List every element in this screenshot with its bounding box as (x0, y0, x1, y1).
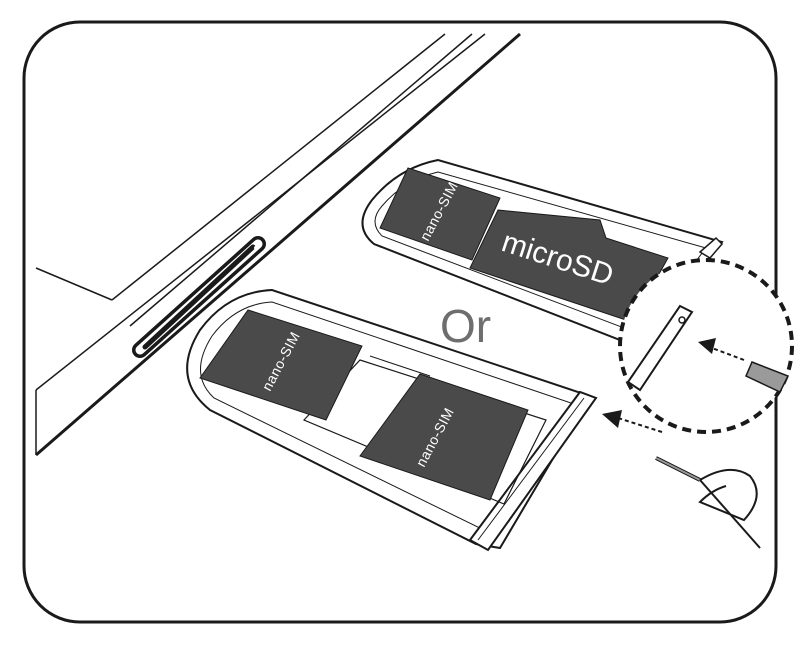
microsd-card: microSD (469, 209, 669, 323)
bottom-nano-sim-card-1: nano-SIM (199, 309, 363, 421)
phone-sim-slot (132, 236, 266, 358)
eject-pin-icon (655, 456, 761, 549)
arrow-icon (602, 410, 663, 433)
bottom-tray: nano-SIM nano-SIM (186, 288, 598, 552)
bottom-nano-sim-card-2: nano-SIM (359, 373, 529, 501)
magnifier-circle-icon (618, 258, 794, 434)
top-nano-sim-card: nano-SIM (379, 167, 501, 261)
or-separator: Or (440, 300, 491, 352)
phone-body (35, 32, 521, 457)
top-tray: nano-SIM microSD (361, 158, 724, 346)
